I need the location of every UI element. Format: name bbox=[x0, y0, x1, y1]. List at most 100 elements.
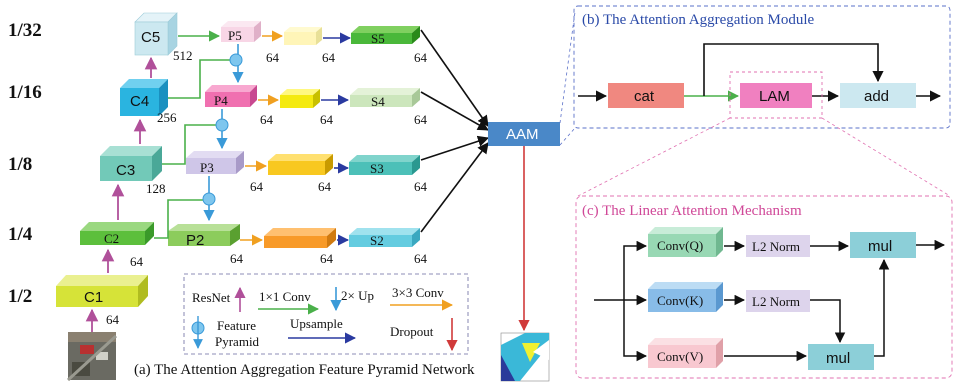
block-p5: P5 bbox=[221, 21, 261, 43]
block-mid-5 bbox=[284, 27, 322, 45]
p4-channels: 64 bbox=[260, 112, 274, 127]
panel-c-convv: Conv(V) bbox=[648, 338, 723, 368]
block-c2-label: C2 bbox=[104, 231, 119, 246]
panel-c-mul-top-label: mul bbox=[868, 238, 892, 255]
legend-fp-line2: Pyramid bbox=[215, 334, 260, 349]
upsample-arrows bbox=[321, 32, 352, 246]
panel-b-title: (b) The Attention Aggregation Module bbox=[582, 12, 815, 28]
block-c5: C5 bbox=[134, 12, 178, 56]
panel-c-l2norm-q: L2 Norm bbox=[746, 235, 810, 257]
panel-b-box bbox=[573, 5, 951, 129]
lateral-conv-arrows bbox=[154, 30, 236, 239]
panel-c-title: (c) The Linear Attention Mechanism bbox=[582, 203, 802, 219]
block-s3-label: S3 bbox=[370, 161, 384, 176]
aam-label: AAM bbox=[506, 126, 539, 143]
block-c4-label: C4 bbox=[130, 93, 149, 110]
block-p3-label: P3 bbox=[200, 160, 214, 175]
legend-conv3: 3×3 Conv bbox=[392, 285, 444, 300]
mid5-channels: 64 bbox=[322, 50, 336, 65]
s-to-aam-arrows bbox=[420, 29, 490, 233]
c5-channels: 512 bbox=[173, 48, 193, 63]
panel-c-convk-label: Conv(K) bbox=[657, 293, 703, 308]
c4-channels: 256 bbox=[157, 110, 177, 125]
panel-c-mul-bottom-label: mul bbox=[826, 350, 850, 367]
block-p2: P2 bbox=[168, 224, 240, 249]
panel-c-mul-top: mul bbox=[850, 232, 916, 258]
p5-channels: 64 bbox=[266, 50, 280, 65]
s3-channels: 64 bbox=[414, 179, 428, 194]
panel-c-convv-label: Conv(V) bbox=[657, 349, 703, 364]
block-c2: C2 bbox=[80, 222, 154, 246]
legend-resnet: ResNet bbox=[192, 290, 231, 305]
scale-label-1-16: 1/16 bbox=[8, 82, 42, 103]
block-mid-2 bbox=[264, 228, 336, 248]
aam-block: AAM bbox=[488, 122, 560, 146]
block-p2-label: P2 bbox=[186, 232, 204, 249]
panel-b-lam: LAM bbox=[740, 83, 812, 108]
panel-b-lam-highlight bbox=[729, 71, 823, 119]
block-s3: S3 bbox=[349, 155, 420, 176]
panel-b-cat: cat bbox=[608, 83, 684, 108]
block-s4: S4 bbox=[350, 88, 420, 109]
panel-c-convq-label: Conv(Q) bbox=[657, 238, 703, 253]
panel-b-add: add bbox=[840, 83, 916, 108]
p2-channels: 64 bbox=[230, 251, 244, 266]
legend-box bbox=[183, 273, 469, 355]
s5-channels: 64 bbox=[414, 50, 428, 65]
proj-line-b-top bbox=[559, 11, 576, 124]
caption-a: (a) The Attention Aggregation Feature Py… bbox=[134, 362, 475, 378]
block-s2: S2 bbox=[349, 228, 420, 248]
panel-c-convq: Conv(Q) bbox=[648, 227, 723, 257]
panel-b-add-label: add bbox=[864, 88, 889, 105]
panel-c-l2norm-k: L2 Norm bbox=[746, 290, 810, 312]
panel-b-cat-label: cat bbox=[634, 88, 655, 105]
pyramid-upsample-arrows bbox=[202, 44, 244, 222]
block-s4-label: S4 bbox=[371, 94, 385, 109]
mid3-channels: 64 bbox=[318, 179, 332, 194]
legend-dropout: Dropout bbox=[390, 324, 434, 339]
resnet-arrows bbox=[85, 56, 158, 332]
legend-conv1: 1×1 Conv bbox=[259, 289, 311, 304]
scale-label-1-8: 1/8 bbox=[8, 154, 32, 175]
mid4-channels: 64 bbox=[320, 112, 334, 127]
panel-c-l2norm-q-label: L2 Norm bbox=[752, 239, 800, 254]
panel-c-l2norm-k-label: L2 Norm bbox=[752, 294, 800, 309]
mid2-channels: 64 bbox=[320, 251, 334, 266]
input-image bbox=[66, 332, 118, 382]
block-p4-label: P4 bbox=[214, 93, 228, 108]
p3-channels: 64 bbox=[250, 179, 264, 194]
legend-up2: 2× Up bbox=[341, 288, 374, 303]
block-c4: C4 bbox=[120, 79, 168, 116]
legend-upsample: Upsample bbox=[290, 316, 343, 331]
s4-channels: 64 bbox=[414, 112, 428, 127]
block-p5-label: P5 bbox=[228, 28, 242, 43]
block-s5: S5 bbox=[351, 26, 420, 46]
c1-channels: 64 bbox=[106, 312, 120, 327]
panel-c-convk: Conv(K) bbox=[648, 282, 723, 312]
panel-c-box bbox=[575, 195, 953, 379]
block-c3-label: C3 bbox=[116, 162, 135, 179]
smooth-conv-arrows bbox=[240, 30, 284, 246]
block-s2-label: S2 bbox=[370, 233, 384, 248]
scale-label-1-32: 1/32 bbox=[8, 20, 42, 41]
proj-line-c-left bbox=[577, 117, 731, 197]
panel-c-arrows bbox=[594, 239, 946, 362]
s2-channels: 64 bbox=[414, 251, 428, 266]
block-c5-label: C5 bbox=[141, 29, 160, 46]
block-c1: C1 bbox=[56, 275, 148, 307]
block-mid-3 bbox=[268, 154, 333, 175]
panel-c-mul-bottom: mul bbox=[808, 344, 874, 370]
output-image bbox=[500, 332, 550, 382]
block-s5-label: S5 bbox=[371, 31, 385, 46]
scale-label-1-4: 1/4 bbox=[8, 224, 33, 245]
panel-b-lam-label: LAM bbox=[759, 88, 790, 105]
proj-line-b-bottom bbox=[559, 127, 576, 146]
block-c1-label: C1 bbox=[84, 289, 103, 306]
panel-b-arrows bbox=[578, 43, 942, 102]
block-c3: C3 bbox=[100, 146, 162, 181]
block-p4: P4 bbox=[205, 85, 257, 108]
scale-label-1-2: 1/2 bbox=[8, 286, 32, 307]
proj-line-c-right bbox=[821, 117, 951, 197]
block-p3: P3 bbox=[186, 151, 244, 175]
